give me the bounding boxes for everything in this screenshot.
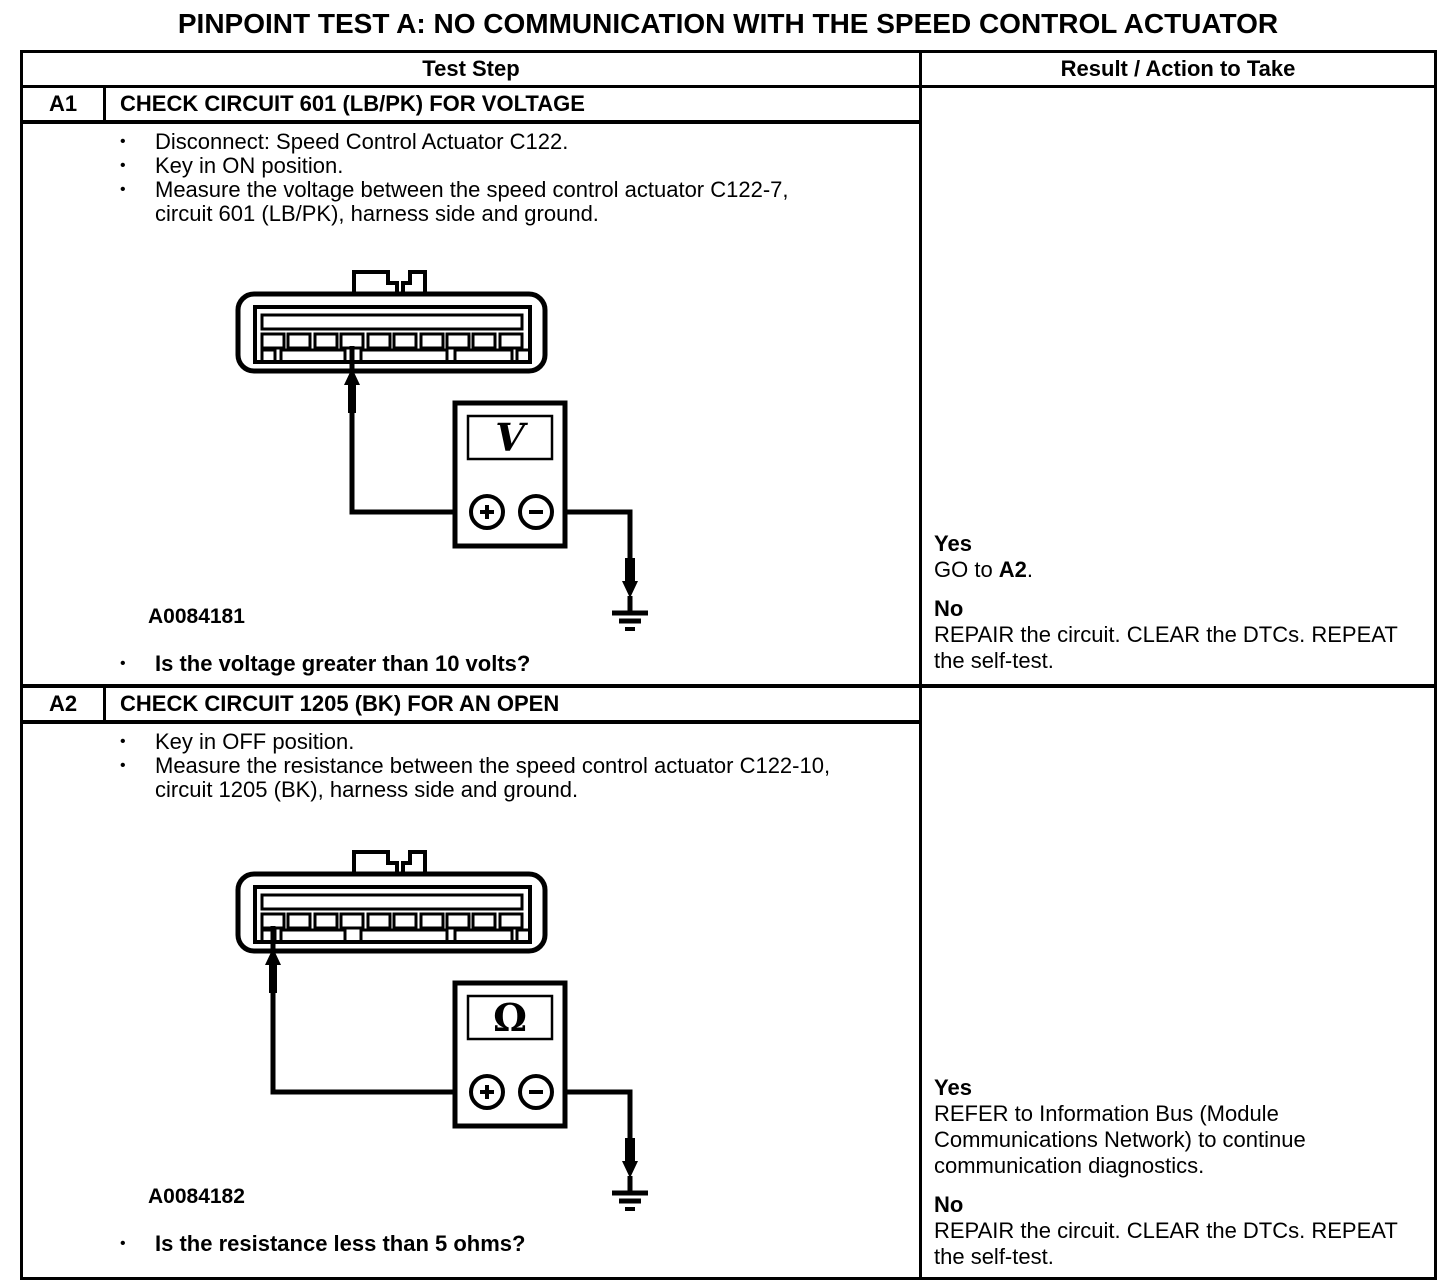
connector-icon xyxy=(235,270,548,374)
question-text: Is the voltage greater than 10 volts? xyxy=(155,651,531,676)
no-label: No xyxy=(934,1192,964,1217)
figure-label: A0084181 xyxy=(148,605,245,628)
probe-icon xyxy=(344,368,360,413)
bullet-icon: • xyxy=(120,133,126,150)
ground-icon xyxy=(612,1190,648,1211)
no-action: REPAIR the circuit. CLEAR the DTCs. REPE… xyxy=(934,1218,1398,1269)
minus-terminal-icon xyxy=(518,1074,554,1110)
plus-terminal-icon xyxy=(469,494,505,530)
voltmeter-icon: V xyxy=(452,400,568,549)
test-step-column-header: Test Step xyxy=(23,53,922,85)
figure-label: A0084182 xyxy=(148,1185,245,1208)
connector-icon xyxy=(235,850,548,954)
test-step-a1-left-cell: A1 CHECK CIRCUIT 601 (LB/PK) FOR VOLTAGE… xyxy=(23,88,922,684)
voltage-test-diagram: V xyxy=(23,264,919,644)
ground-probe-icon xyxy=(622,1138,638,1178)
step-a2-result-cell: Yes REFER to Information Bus (Module Com… xyxy=(922,688,1434,1280)
connector-voltmeter-diagram: V xyxy=(235,270,648,631)
meter-symbol: V xyxy=(495,415,528,460)
probe-icon xyxy=(265,948,281,993)
no-label: No xyxy=(934,596,964,621)
bullet-icon: • xyxy=(120,157,126,174)
list-item: • Disconnect: Speed Control Actuator C12… xyxy=(23,130,919,154)
yes-label: Yes xyxy=(934,531,972,556)
no-result: No REPAIR the circuit. CLEAR the DTCs. R… xyxy=(934,596,1420,674)
ohmmeter-icon: Ω xyxy=(452,980,568,1129)
test-step-a2-left-cell: A2 CHECK CIRCUIT 1205 (BK) FOR AN OPEN •… xyxy=(23,688,922,1280)
bullet-text: Key in OFF position. xyxy=(155,729,355,754)
no-result: No REPAIR the circuit. CLEAR the DTCs. R… xyxy=(934,1192,1420,1270)
yes-action-text: GO to xyxy=(934,557,999,582)
minus-terminal-icon xyxy=(518,494,554,530)
pinpoint-test-table: Test Step Result / Action to Take A1 CHE… xyxy=(20,50,1437,1280)
step-a1-id: A1 xyxy=(23,88,106,120)
resistance-test-diagram: Ω xyxy=(23,844,919,1224)
bullet-icon: • xyxy=(120,733,126,750)
list-item: • Measure the voltage between the speed … xyxy=(23,178,919,226)
test-leads xyxy=(270,926,633,1191)
test-step-a1: A1 CHECK CIRCUIT 601 (LB/PK) FOR VOLTAGE… xyxy=(23,88,1434,688)
meter-symbol: Ω xyxy=(493,995,527,1040)
list-item: • Key in OFF position. xyxy=(23,730,919,754)
bullet-icon: • xyxy=(120,181,126,198)
step-a2-title: CHECK CIRCUIT 1205 (BK) FOR AN OPEN xyxy=(120,691,560,716)
step-a1-question: • Is the voltage greater than 10 volts? xyxy=(23,652,919,676)
bullet-icon: • xyxy=(120,757,126,774)
table-header-row: Test Step Result / Action to Take xyxy=(23,53,1434,88)
bullet-text: Key in ON position. xyxy=(155,153,344,178)
yes-action-suffix: . xyxy=(1026,557,1034,582)
step-a2-header: A2 CHECK CIRCUIT 1205 (BK) FOR AN OPEN xyxy=(23,688,919,724)
ground-icon xyxy=(612,610,648,631)
bullet-text: Measure the voltage between the speed co… xyxy=(155,177,789,226)
yes-action: REFER to Information Bus (Module Communi… xyxy=(934,1101,1420,1179)
bullet-text: Disconnect: Speed Control Actuator C122. xyxy=(155,129,569,154)
yes-action: GO to A2. xyxy=(934,557,1420,583)
yes-action-bold: A2 xyxy=(998,557,1027,582)
connector-ohmmeter-diagram: Ω xyxy=(235,850,648,1211)
step-a2-body: • Key in OFF position. • Measure the res… xyxy=(23,724,919,1280)
bullet-text: Measure the resistance between the speed… xyxy=(155,753,831,802)
step-a2-id: A2 xyxy=(23,688,106,720)
result-column-header: Result / Action to Take xyxy=(1060,56,1296,81)
step-a1-body: • Disconnect: Speed Control Actuator C12… xyxy=(23,124,919,684)
bullet-icon: • xyxy=(120,1235,126,1252)
plus-terminal-icon xyxy=(469,1074,505,1110)
no-action: REPAIR the circuit. CLEAR the DTCs. REPE… xyxy=(934,622,1398,673)
yes-result: Yes REFER to Information Bus (Module Com… xyxy=(934,1075,1420,1179)
yes-result: Yes GO to A2. xyxy=(934,531,1420,583)
bullet-icon: • xyxy=(120,655,126,672)
page-title: PINPOINT TEST A: NO COMMUNICATION WITH T… xyxy=(177,8,1279,39)
yes-label: Yes xyxy=(934,1075,972,1100)
step-a2-question: • Is the resistance less than 5 ohms? xyxy=(23,1232,919,1256)
step-a1-header: A1 CHECK CIRCUIT 601 (LB/PK) FOR VOLTAGE xyxy=(23,88,919,124)
yes-action-text: REFER to Information Bus (Module Communi… xyxy=(934,1101,1306,1178)
list-item: • Key in ON position. xyxy=(23,154,919,178)
test-step-a2: A2 CHECK CIRCUIT 1205 (BK) FOR AN OPEN •… xyxy=(23,688,1434,1280)
list-item: • Measure the resistance between the spe… xyxy=(23,754,919,802)
step-a1-result-cell: Yes GO to A2. No REPAIR the circuit. CLE… xyxy=(922,88,1434,684)
ground-probe-icon xyxy=(622,558,638,598)
step-a1-title: CHECK CIRCUIT 601 (LB/PK) FOR VOLTAGE xyxy=(120,91,585,116)
question-text: Is the resistance less than 5 ohms? xyxy=(155,1231,526,1256)
